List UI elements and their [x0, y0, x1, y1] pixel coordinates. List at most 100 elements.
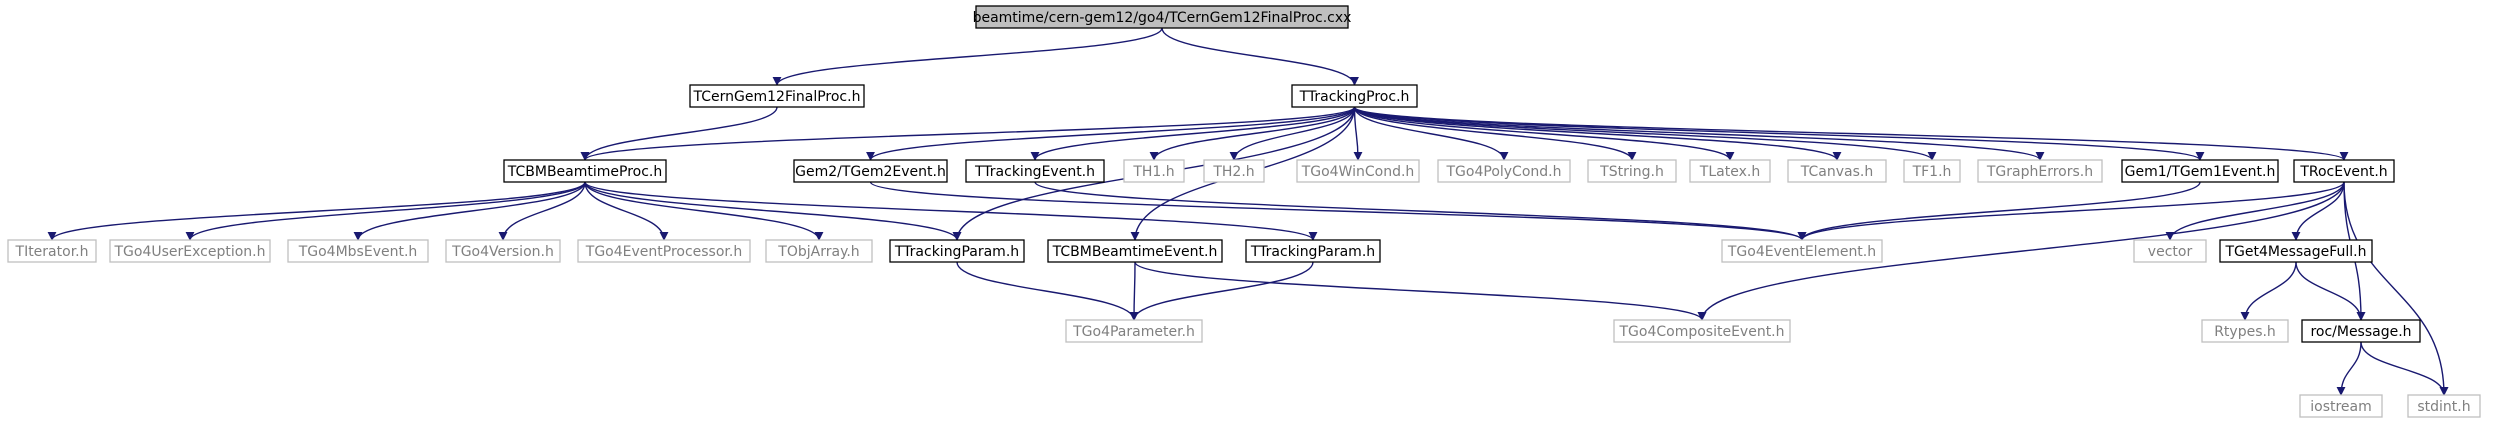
edge-trackingproc_h-to-th2_h	[1229, 106, 1356, 161]
node-box	[445, 239, 561, 263]
node-tget4msgfull-h[interactable]: TGet4MessageFull.h	[2219, 239, 2373, 263]
node-box	[1721, 239, 1883, 263]
node-gem2event-h[interactable]: Gem2/TGem2Event.h	[793, 159, 948, 183]
node-cbmbeamtimeproc-h[interactable]: TCBMBeamtimeProc.h	[503, 159, 667, 183]
node-titerator-h[interactable]: TIterator.h	[7, 239, 97, 263]
node-box	[2407, 394, 2481, 418]
node-iostream[interactable]: iostream	[2299, 394, 2383, 418]
node-tgrapherrors-h[interactable]: TGraphErrors.h	[1977, 159, 2103, 183]
node-vector[interactable]: vector	[2133, 239, 2207, 263]
node-go4polycond-h[interactable]: TGo4PolyCond.h	[1437, 159, 1571, 183]
node-label: TRocEvent.h	[2299, 164, 2387, 180]
node-box	[975, 5, 1349, 29]
node-th2-h[interactable]: TH2.h	[1203, 159, 1265, 183]
node-go4parameter-h[interactable]: TGo4Parameter.h	[1065, 319, 1203, 343]
node-label: TGo4WinCond.h	[1301, 164, 1415, 180]
node-label: beamtime/cern-gem12/go4/TCernGem12FinalP…	[973, 10, 1352, 26]
node-label: Gem1/TGem1Event.h	[2125, 164, 2276, 180]
node-trackingproc-h[interactable]: TTrackingProc.h	[1291, 84, 1418, 108]
node-box	[1123, 159, 1185, 183]
node-tobjarray-h[interactable]: TObjArray.h	[765, 239, 873, 263]
node-label: TGo4UserException.h	[113, 244, 265, 260]
edge-cbmbeamtimeproc_h-to-go4mbsevent_h	[353, 181, 586, 241]
edge-root-to-trackingproc_h	[1161, 27, 1359, 86]
node-box	[965, 159, 1105, 183]
node-label: TTrackingParam.h	[1250, 244, 1375, 260]
node-stdint-h[interactable]: stdint.h	[2407, 394, 2481, 418]
node-go4compositeevent-h[interactable]: TGo4CompositeEvent.h	[1613, 319, 1791, 343]
edge-trocevent_h-to-go4evelement_h	[1797, 181, 2345, 241]
node-box	[2201, 319, 2289, 343]
edge-trackingparam_a-to-go4parameter_h	[956, 261, 1139, 321]
node-box	[1689, 159, 1771, 183]
edge-trackingproc_h-to-th1_h	[1149, 106, 1356, 161]
node-box	[503, 159, 667, 183]
node-label: TTrackingEvent.h	[974, 164, 1095, 180]
node-box	[1903, 159, 1961, 183]
node-trackingparam-b[interactable]: TTrackingParam.h	[1245, 239, 1381, 263]
edge-cbmbeamtimeproc_h-to-go4userexception_h	[185, 181, 586, 241]
edge-trackingproc_h-to-tf1_h	[1353, 106, 1937, 161]
node-label: vector	[2148, 244, 2193, 260]
node-label: Gem2/TGem2Event.h	[795, 164, 946, 180]
node-tstring-h[interactable]: TString.h	[1587, 159, 1677, 183]
edge-rocmessage_h-to-stdint_h	[2360, 341, 2449, 396]
edge-trackingproc_h-to-trackingevent_h	[1030, 106, 1356, 161]
node-go4eventprocessor-h[interactable]: TGo4EventProcessor.h	[577, 239, 751, 263]
node-box	[1047, 239, 1223, 263]
nodes-layer: beamtime/cern-gem12/go4/TCernGem12FinalP…	[7, 5, 2481, 418]
edge-gem1event_h-to-go4evelement_h	[1797, 181, 2201, 241]
node-trackingparam-a[interactable]: TTrackingParam.h	[889, 239, 1025, 263]
edge-trackingproc_h-to-go4wincond_h	[1353, 106, 1363, 161]
node-root[interactable]: beamtime/cern-gem12/go4/TCernGem12FinalP…	[973, 5, 1352, 29]
edge-trocevent_h-to-stdint_h	[2343, 181, 2449, 396]
node-label: TF1.h	[1912, 164, 1952, 180]
edge-trackingevent_h-to-go4evelement_h	[1034, 181, 1807, 241]
node-box	[1613, 319, 1791, 343]
node-go4version-h[interactable]: TGo4Version.h	[445, 239, 561, 263]
node-box	[577, 239, 751, 263]
node-go4userexception-h[interactable]: TGo4UserException.h	[109, 239, 271, 263]
node-tlatex-h[interactable]: TLatex.h	[1689, 159, 1771, 183]
node-gem1event-h[interactable]: Gem1/TGem1Event.h	[2121, 159, 2279, 183]
node-box	[889, 239, 1025, 263]
edge-cbmbeamtimeevent_h-to-go4compositeevent_h	[1134, 261, 1707, 321]
edge-cbmbeamtimeproc_h-to-go4version_h	[498, 181, 586, 241]
node-label: TGraphErrors.h	[1986, 164, 2093, 180]
node-th1-h[interactable]: TH1.h	[1123, 159, 1185, 183]
node-go4mbsevent-h[interactable]: TGo4MbsEvent.h	[287, 239, 429, 263]
node-tf1-h[interactable]: TF1.h	[1903, 159, 1961, 183]
node-box	[1291, 84, 1418, 108]
node-tcanvas-h[interactable]: TCanvas.h	[1787, 159, 1887, 183]
node-label: roc/Message.h	[2310, 324, 2411, 340]
edge-cbmbeamtimeevent_h-to-go4parameter_h	[1129, 261, 1139, 321]
node-go4evelement-h[interactable]: TGo4EventElement.h	[1721, 239, 1883, 263]
node-box	[2301, 319, 2421, 343]
node-label: TGo4EventProcessor.h	[585, 244, 742, 260]
edge-trocevent_h-to-go4compositeevent_h	[1697, 181, 2345, 321]
edge-cbmbeamtimeproc_h-to-trackingparam_a	[584, 181, 962, 241]
node-cbmbeamtimeevent-h[interactable]: TCBMBeamtimeEvent.h	[1047, 239, 1223, 263]
node-label: TGo4MbsEvent.h	[298, 244, 418, 260]
edge-gem2event_h-to-go4evelement_h	[869, 181, 1807, 241]
node-label: TCernGem12FinalProc.h	[693, 89, 861, 105]
node-trackingevent-h[interactable]: TTrackingEvent.h	[965, 159, 1105, 183]
node-label: TGo4Parameter.h	[1072, 324, 1195, 340]
node-label: TCBMBeamtimeProc.h	[507, 164, 663, 180]
node-rtypes-h[interactable]: Rtypes.h	[2201, 319, 2289, 343]
node-label: TGo4Version.h	[451, 244, 554, 260]
node-label: TH2.h	[1212, 164, 1254, 180]
node-box	[1245, 239, 1381, 263]
node-rocmessage-h[interactable]: roc/Message.h	[2301, 319, 2421, 343]
node-box	[689, 84, 865, 108]
edge-cbmbeamtimeproc_h-to-titerator_h	[47, 181, 586, 241]
edge-trocevent_h-to-vector	[2165, 181, 2345, 241]
node-label: TGo4CompositeEvent.h	[1618, 324, 1784, 340]
node-finalproc-h[interactable]: TCernGem12FinalProc.h	[689, 84, 865, 108]
node-trocevent-h[interactable]: TRocEvent.h	[2293, 159, 2395, 183]
edge-cbmbeamtimeproc_h-to-trackingparam_b	[584, 181, 1318, 241]
edges-layer	[47, 27, 2449, 396]
edge-trackingproc_h-to-go4polycond_h	[1353, 106, 1509, 161]
node-go4wincond-h[interactable]: TGo4WinCond.h	[1296, 159, 1420, 183]
